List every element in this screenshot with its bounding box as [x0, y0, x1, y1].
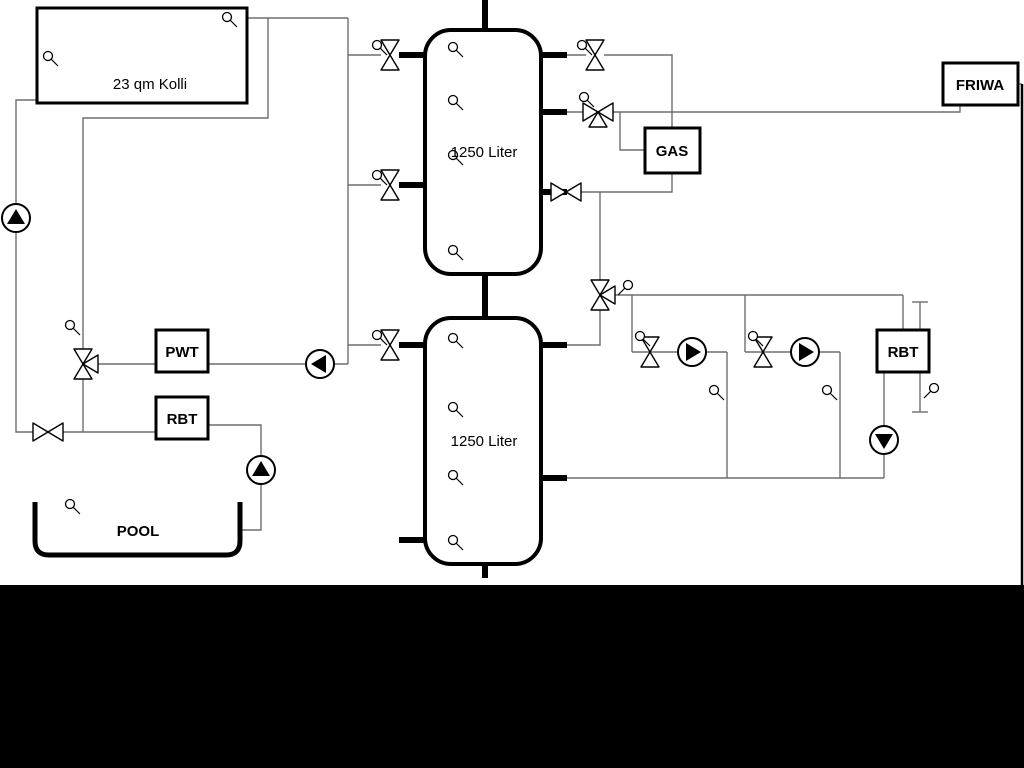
- solar-line-sensor-icon: [64, 319, 81, 336]
- gas-boiler-label: GAS: [656, 143, 689, 160]
- pwt-label: PWT: [165, 344, 198, 361]
- pipe-gas-return: [580, 173, 673, 193]
- equipment-boxes: [32, 6, 1020, 566]
- pipe-valve4-to-gas-top: [604, 54, 673, 128]
- heating-mixing-valve: [590, 279, 616, 311]
- friwa-box: [941, 61, 1020, 107]
- collector-box: [35, 6, 249, 105]
- rbt-right-pump-icon: [869, 425, 899, 455]
- buffer-tank-bottom-label: 1250 Liter: [451, 433, 518, 450]
- bottom-black-band: [0, 585, 1024, 768]
- branch1-return-sensor-icon: [708, 384, 725, 401]
- branch2-return-sensor-icon: [821, 384, 838, 401]
- pwt-charge-pump-icon: [305, 349, 335, 379]
- pipe-collector-downcomer: [82, 18, 269, 350]
- pwt-box: [154, 328, 210, 374]
- rbt-bypass-sensor-icon: [923, 382, 940, 399]
- gas-boiler-box: [643, 126, 702, 175]
- solar-threeway-valve: [73, 348, 99, 380]
- friwa-mixing-valve: [582, 102, 614, 128]
- rbt-left-box: [154, 395, 210, 441]
- collector-label: 23 qm Kolli: [113, 76, 187, 93]
- heating-valve-actuator-icon: [617, 279, 634, 296]
- solar-pump-icon: [1, 203, 31, 233]
- pipe-solar-return: [15, 99, 37, 433]
- schematic-svg: 23 qm Kolli 1250 Liter 1250 Liter GAS FR…: [1, 0, 1024, 585]
- branch1-pump-icon: [677, 337, 707, 367]
- buffer-tank-top-label: 1250 Liter: [451, 144, 518, 161]
- charge-valve-tank1-top: [380, 39, 400, 71]
- rbt-right-box: [875, 328, 931, 374]
- pool-label: POOL: [117, 523, 160, 540]
- branch2-pump-icon: [790, 337, 820, 367]
- buffer-tank-bottom: [423, 316, 543, 566]
- pipe-drop-to-gas-left: [619, 112, 645, 151]
- charge-valve-tank2-top: [380, 329, 400, 361]
- buffer-tank-top: [423, 28, 543, 276]
- pipe-threeway-to-friwa: [612, 105, 961, 113]
- rbt-left-label: RBT: [167, 411, 198, 428]
- charge-valve-tank1-mid: [380, 169, 400, 201]
- gas-supply-valve: [585, 39, 605, 71]
- rbt-right-label: RBT: [888, 344, 919, 361]
- pool-pump-icon: [246, 455, 276, 485]
- pipe-threeway-to-tank2: [567, 309, 601, 346]
- gas-return-valve: [550, 182, 582, 202]
- friwa-label: FRIWA: [956, 77, 1004, 94]
- labels: 23 qm Kolli 1250 Liter 1250 Liter GAS FR…: [113, 76, 1004, 540]
- pool-basin: [32, 502, 243, 558]
- pool-loop-valve: [32, 422, 64, 442]
